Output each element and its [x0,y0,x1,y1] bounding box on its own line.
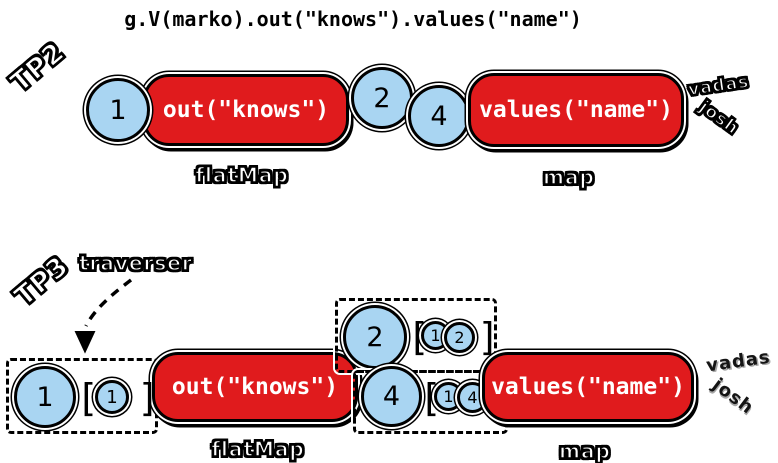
tp2-output-vadas: vadas [686,71,751,101]
tp2-output-josh: josh [695,96,744,139]
tp3-input-bulk-circle: 1 [95,380,129,414]
tp3-traverser-2-path-2-value: 2 [454,328,465,347]
tp3-traverser-2-path-1-value: 1 [430,326,441,345]
tp3-traverser-4-path-1-value: 1 [443,387,454,406]
tp3-traverser-2-path-2: 2 [444,322,475,353]
tp3-flatmap-label: flatMap [211,436,305,461]
tp3-input-bracket-open: [ [76,376,99,420]
tp2-traverser-4: 4 [408,85,470,147]
tp2-flatmap-label: flatMap [195,162,289,187]
tp2-traverser-4-value: 4 [430,100,448,132]
tp3-input-traverser-value: 1 [36,381,54,413]
traverser-arrow-icon [71,276,134,359]
tp3-traverser-4-path-2-value: 4 [467,388,478,407]
tp3-traverser-2-bracket-close: ] [477,315,500,359]
tp2-traverser-1: 1 [86,78,150,142]
tp3-input-traverser: 1 [14,366,76,428]
tp3-out-knows-step: out("knows") [152,352,358,422]
tp3-input-bulk-value: 1 [106,386,118,408]
tp3-traverser-annotation: traverser [78,250,193,275]
tp2-section-label: TP2 [4,36,71,100]
tp3-traverser-2-value: 2 [366,321,384,353]
tp3-output-vadas: vadas [704,346,772,377]
tp2-values-name-step: values("name") [468,73,684,147]
tp3-traverser-4: 4 [361,366,422,427]
gremlin-query-title: g.V(marko).out("knows").values("name") [124,7,582,31]
tp3-out-knows-label: out("knows") [171,374,339,400]
tp2-values-name-label: values("name") [479,97,673,123]
tp2-traverser-2-value: 2 [373,82,391,114]
tp3-map-label: map [558,438,611,463]
tp2-map-label: map [542,164,595,189]
tp3-output-josh: josh [708,374,758,419]
tp3-values-name-label: values("name") [491,374,685,400]
tp3-input-bracket-close: ] [137,376,160,420]
tp3-traverser-2: 2 [343,305,407,369]
tp3-traverser-4-value: 4 [382,381,401,412]
tp2-out-knows-label: out("knows") [162,97,330,123]
tp2-traverser-1-value: 1 [109,94,127,126]
tp2-traverser-2: 2 [351,67,413,129]
tp3-values-name-step: values("name") [482,352,694,422]
tp2-out-knows-step: out("knows") [143,74,349,146]
